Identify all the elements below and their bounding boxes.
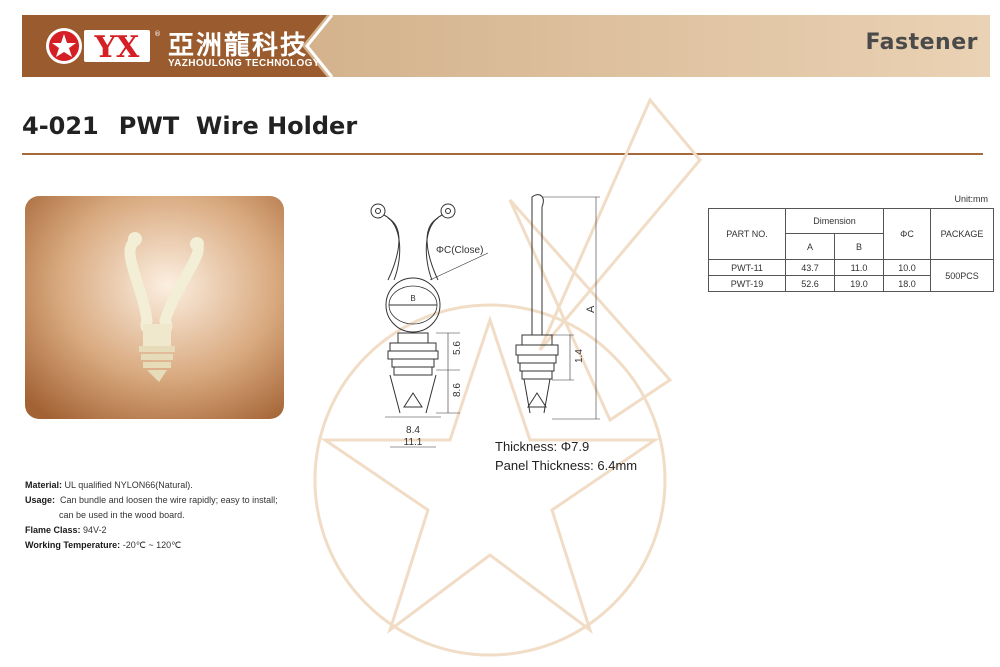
table-row: PWT-19 52.6 19.0 18.0	[708, 275, 994, 292]
dim-11-1: 11.1	[404, 437, 423, 448]
category-label: Fastener	[865, 30, 978, 55]
brand-chinese-name: 亞洲龍科技	[168, 31, 309, 61]
cell-a: 52.6	[785, 275, 835, 292]
dim-1-4: 1.4	[574, 349, 585, 363]
dim-phi-c-label: ΦC(Close)	[436, 245, 483, 256]
svg-text:®: ®	[154, 30, 161, 38]
cell-b: 11.0	[834, 259, 884, 276]
product-code: 4-021	[22, 112, 99, 140]
cell-part-no: PWT-19	[708, 275, 786, 292]
thickness-notes: Thickness: Φ7.9 Panel Thickness: 6.4mm	[495, 437, 637, 475]
header-phi-c: ΦC	[883, 208, 931, 260]
dim-8-6: 8.6	[452, 383, 463, 397]
spec-usage-cont: can be used in the wood board.	[59, 510, 185, 520]
spec-material: Material: UL qualified NYLON66(Natural).	[25, 480, 193, 490]
brand-english-name: YAZHOULONG TECHNOLOGY	[168, 58, 320, 69]
cell-b: 19.0	[834, 275, 884, 292]
cell-c: 18.0	[883, 275, 931, 292]
panel-thickness: Panel Thickness: 6.4mm	[495, 458, 638, 473]
unit-label: Unit:mm	[954, 194, 989, 204]
header-b: B	[834, 233, 884, 260]
cell-part-no: PWT-11	[708, 259, 786, 276]
header-a: A	[785, 233, 835, 260]
cell-a: 43.7	[785, 259, 835, 276]
table-row: PWT-11 43.7 11.0 10.0 500PCS	[708, 259, 994, 292]
svg-text:YX: YX	[94, 30, 140, 65]
company-logo: YX ®	[46, 28, 161, 65]
spec-working-temperature: Working Temperature: -20℃ ~ 120℃	[25, 540, 182, 550]
product-name: PWT Wire Holder	[118, 112, 358, 140]
spec-usage: Usage: Can bundle and loosen the wire ra…	[25, 495, 278, 505]
header-package: PACKAGE	[930, 208, 994, 260]
cell-c: 10.0	[883, 259, 931, 276]
cell-package: 500PCS	[930, 259, 994, 292]
thickness: Thickness: Φ7.9	[495, 439, 590, 454]
parts-table: PART NO. Dimension ΦC PACKAGE A B PWT-11…	[708, 208, 994, 292]
header-dimension: Dimension	[785, 208, 884, 234]
dim-a-label: A	[585, 305, 597, 313]
dim-5-6: 5.6	[452, 341, 463, 355]
specifications: Material: UL qualified NYLON66(Natural).…	[25, 478, 278, 553]
page-title: 4-021 PWT Wire Holder	[22, 112, 357, 140]
dim-8-4: 8.4	[406, 425, 420, 436]
dim-b-label: B	[410, 294, 415, 303]
spec-flame-class: Flame Class: 94V-2	[25, 525, 107, 535]
product-photo	[25, 196, 284, 419]
header-banner: YX ® 亞洲龍科技 YAZHOULONG TECHNOLOGY Fastene…	[22, 15, 990, 77]
title-divider	[22, 153, 983, 155]
technical-drawing: ΦC(Close) B 8.4 11.1 5.6 8.6 1.4 A	[370, 194, 600, 448]
header-part-no: PART NO.	[708, 208, 786, 260]
